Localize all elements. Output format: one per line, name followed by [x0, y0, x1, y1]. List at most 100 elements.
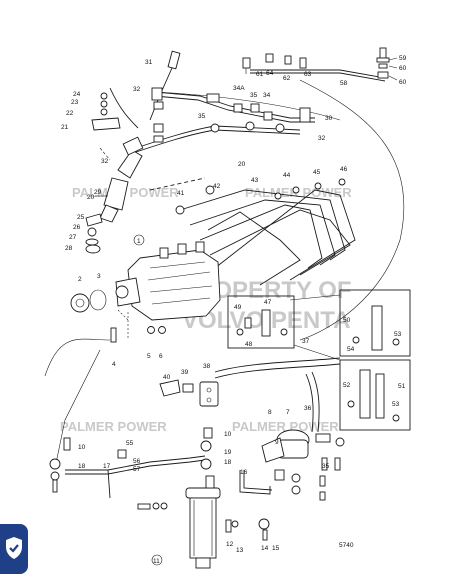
fuel-feed-pump [261, 429, 345, 471]
fuel-injector [85, 92, 144, 254]
callout: 61 [256, 71, 264, 78]
callout: 18 [78, 463, 86, 470]
callout: 11 [153, 558, 160, 565]
callout: 14 [261, 545, 269, 552]
fuel-connector-block [159, 379, 219, 407]
callout: 4 [112, 361, 116, 368]
callout-circle [133, 234, 145, 246]
callout: 63 [304, 71, 312, 78]
callout: 34A [233, 85, 245, 92]
callout: 41 [177, 190, 185, 197]
callout: 9 [275, 439, 279, 446]
callout: 48 [245, 341, 253, 348]
callout: 8 [268, 409, 272, 416]
callout: 18 [224, 459, 232, 466]
callout: 2 [78, 276, 82, 283]
callout: 31 [145, 59, 153, 66]
callout: 25 [77, 214, 85, 221]
callout: 16 [240, 469, 248, 476]
return-line-fittings [242, 53, 307, 74]
callout: 43 [251, 177, 259, 184]
shield-check-icon [6, 537, 22, 559]
callout: 10 [224, 431, 232, 438]
pump-mounting-bolts [110, 312, 166, 343]
pump-drive-gear [70, 289, 107, 313]
callout: 35 [250, 92, 258, 99]
security-badge[interactable] [0, 524, 28, 574]
callout: 35 [198, 113, 206, 120]
callout: 34 [263, 92, 271, 99]
callout: 39 [181, 369, 189, 376]
figure-number: 5740 [339, 542, 354, 549]
callout: 23 [71, 99, 79, 106]
callout: 7 [286, 409, 290, 416]
high-pressure-delivery-pipes [149, 177, 356, 286]
callout: 50 [343, 317, 351, 324]
callout: 54 [347, 346, 355, 353]
callout: 46 [340, 166, 348, 173]
callout: 37 [302, 338, 310, 345]
callout: 44 [283, 172, 291, 179]
callout: 30 [325, 115, 333, 122]
callout: 29 [94, 189, 102, 196]
callout: 32 [318, 135, 326, 142]
callout: 60 [399, 65, 407, 72]
injection-pump [115, 241, 221, 321]
banjo-fittings-left [49, 427, 213, 493]
detail-box-bracket-b [339, 289, 411, 357]
callout: 13 [236, 547, 244, 554]
callout: 22 [66, 110, 74, 117]
callout: 49 [234, 304, 242, 311]
bleed-pipe [109, 50, 273, 143]
callout: 38 [203, 363, 211, 370]
callout: 19 [224, 449, 232, 456]
watermark-brand: PALMER POWER [245, 185, 352, 200]
callout: 35 [322, 463, 330, 470]
callout: 10 [78, 444, 86, 451]
callout: 36 [304, 405, 312, 412]
callout: 3 [97, 273, 101, 280]
callout: 53 [392, 401, 400, 408]
detail-box-bracket-a [227, 295, 295, 349]
callout: 5 [147, 353, 151, 360]
callout: 55 [126, 440, 134, 447]
callout-circle [151, 554, 163, 566]
fuel-lines-lower [44, 338, 273, 499]
callout: 15 [272, 545, 280, 552]
callout: 60 [399, 79, 407, 86]
callout: 52 [343, 382, 351, 389]
callout: 20 [238, 161, 246, 168]
part-callouts: 1 2 3 4 5 6 7 8 9 10 10 11 12 13 14 15 1… [61, 55, 407, 566]
callout: 40 [163, 374, 171, 381]
callout: 58 [340, 80, 348, 87]
callout: 20 [87, 194, 95, 201]
watermark-brand: PALMER POWER [60, 419, 167, 434]
callout: 64 [266, 70, 274, 77]
fuel-feed-hose [214, 357, 341, 433]
callout: 45 [313, 169, 321, 176]
callout: 27 [69, 234, 77, 241]
callout: 56 [133, 458, 141, 465]
callout: 24 [73, 91, 81, 98]
callout: 6 [159, 353, 163, 360]
callout: 21 [61, 124, 69, 131]
callout: 47 [264, 299, 272, 306]
filter-fasteners [137, 469, 326, 541]
callout: 26 [73, 224, 81, 231]
fuel-filter [185, 475, 221, 569]
leak-off-return-line [154, 69, 405, 341]
callout: 42 [213, 183, 221, 190]
callout: 53 [394, 331, 402, 338]
detail-box-bracket-c [339, 359, 411, 431]
callout: 59 [399, 55, 407, 62]
callout: 17 [103, 463, 111, 470]
callout: 32 [133, 86, 141, 93]
banjo-bolt-top-right [376, 47, 398, 81]
callout: 28 [65, 245, 73, 252]
callout: 12 [226, 541, 234, 548]
callout: 1 [137, 238, 141, 245]
callout: 57 [133, 466, 141, 473]
callout: 51 [398, 383, 406, 390]
callout: 62 [283, 75, 291, 82]
